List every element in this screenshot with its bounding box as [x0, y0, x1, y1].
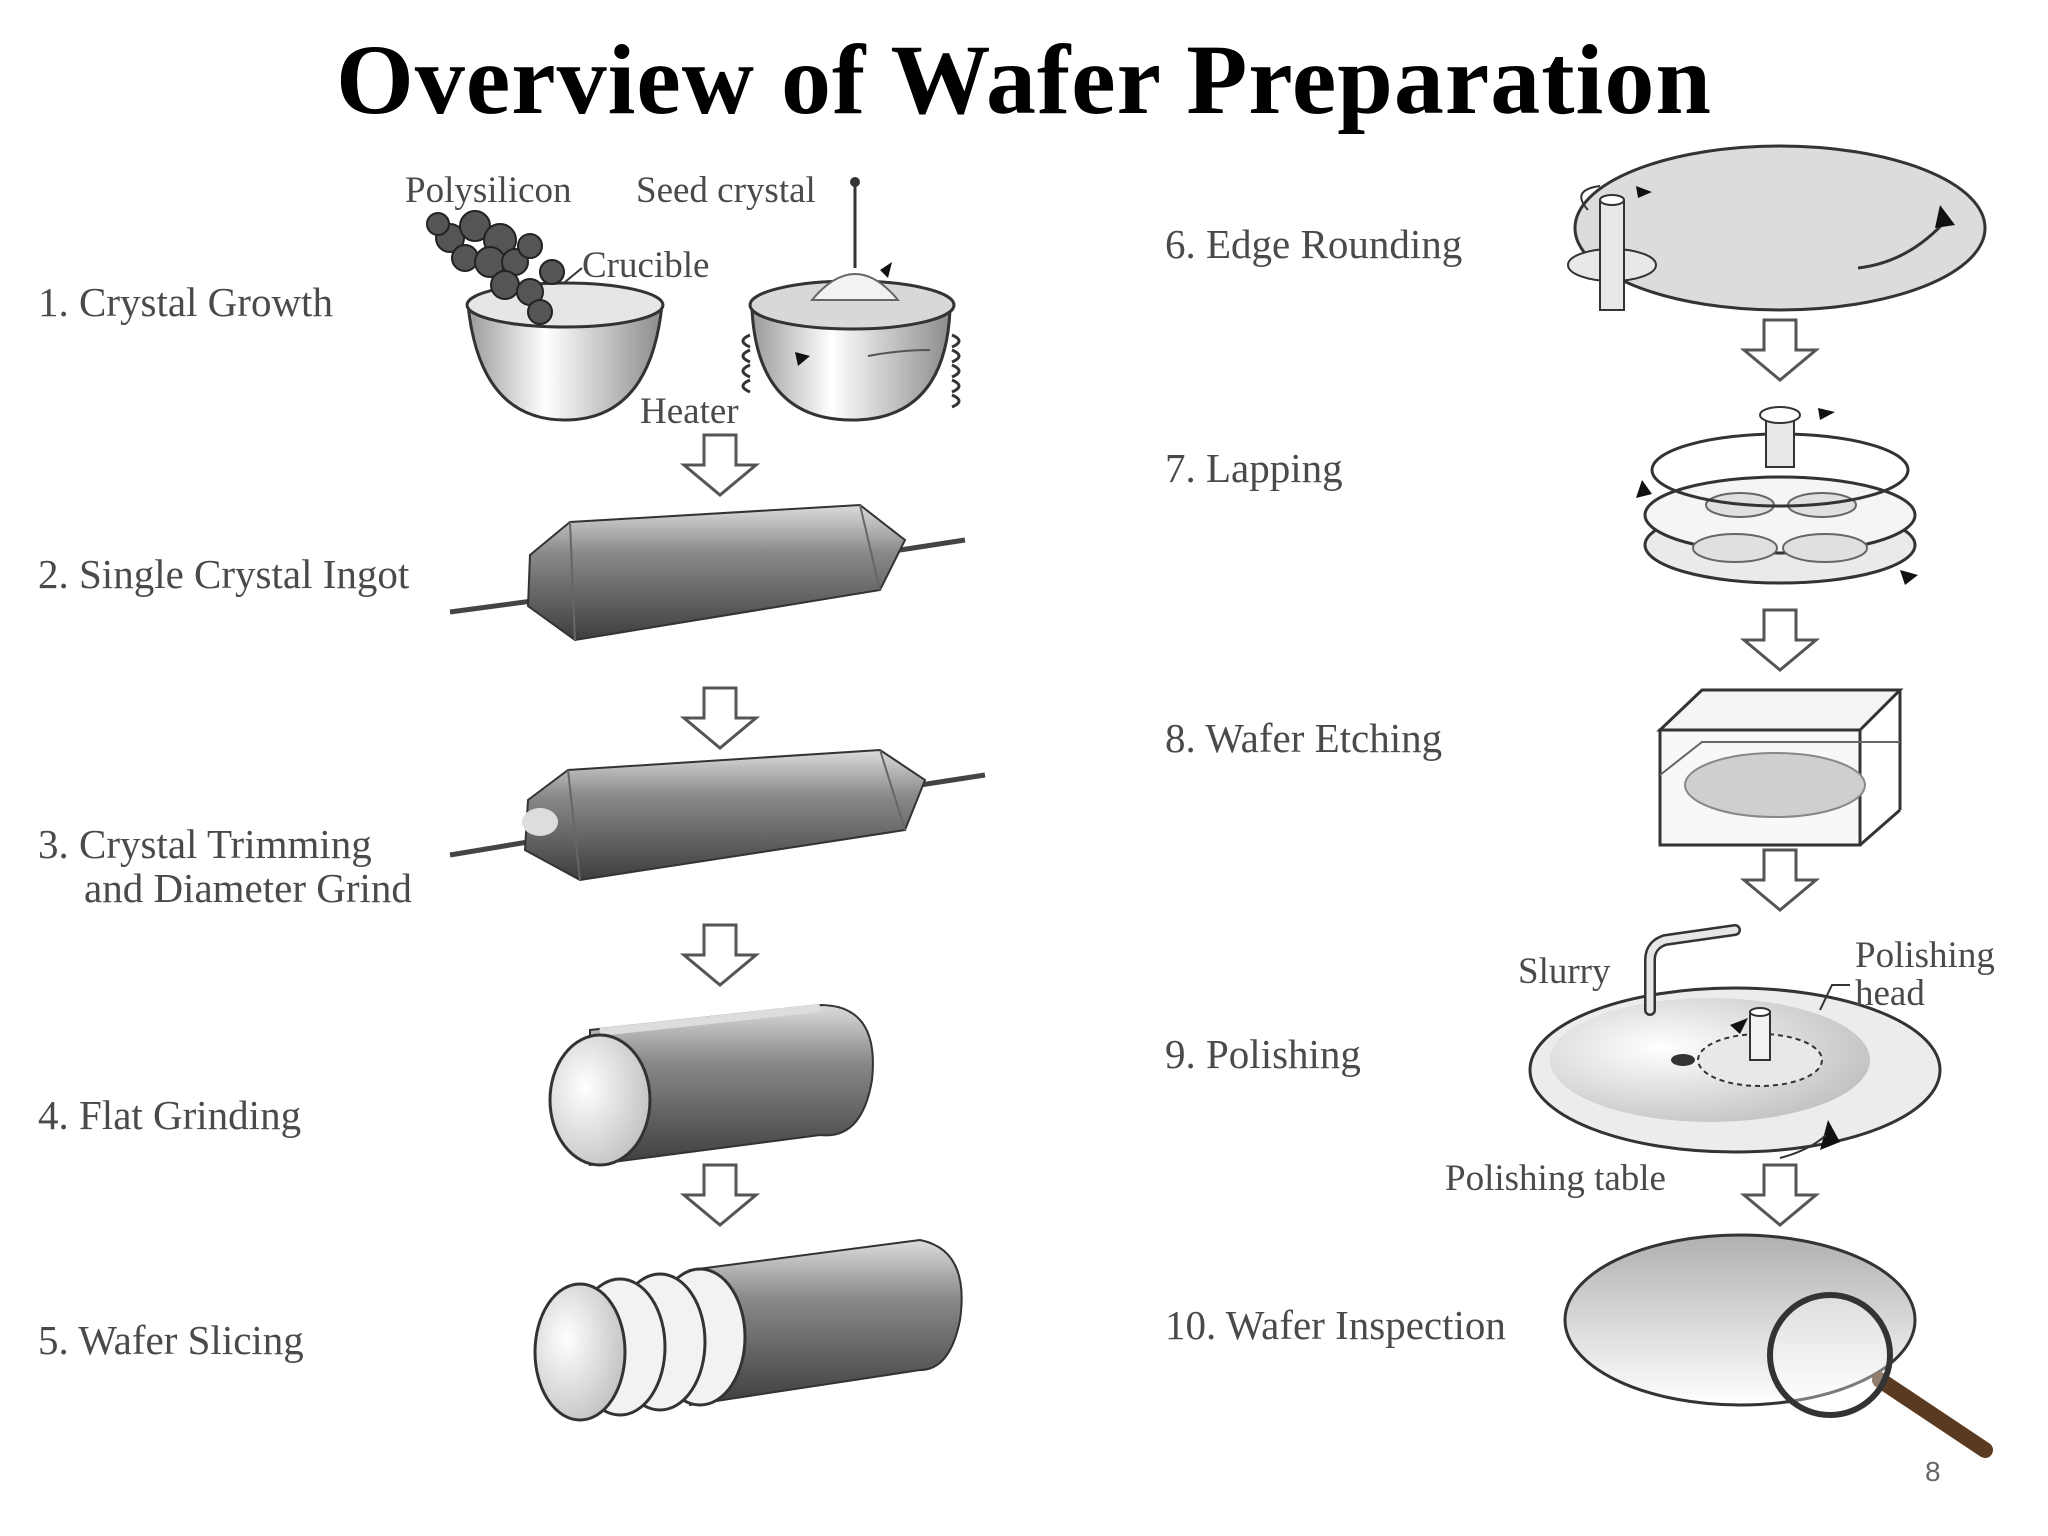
callout-seed-crystal: Seed crystal	[636, 170, 816, 211]
wafer-etching-tank-figure	[1656, 688, 1904, 847]
polishing-figure	[1528, 924, 1942, 1159]
step-7-label: 7. Lapping	[1165, 445, 1343, 491]
callout-crucible: Crucible	[582, 245, 710, 286]
step-9-label: 9. Polishing	[1165, 1031, 1361, 1077]
lapping-figure	[1636, 406, 1918, 585]
step-2-label: 2. Single Crystal Ingot	[38, 551, 410, 597]
trimmed-ingot-figure	[449, 748, 986, 882]
page-number: 8	[1925, 1456, 1941, 1487]
flow-arrow-7	[1742, 848, 1818, 912]
step-8-label: 8. Wafer Etching	[1165, 715, 1443, 761]
edge-rounding-figure	[1567, 144, 1987, 312]
flow-arrow-2	[682, 686, 758, 750]
callout-polishing-head-line2: head	[1855, 973, 1925, 1014]
flow-arrow-8	[1742, 1163, 1818, 1227]
callout-polishing-head: Polishing	[1855, 935, 1995, 976]
wafer-inspection-figure	[1563, 1233, 1993, 1458]
flow-arrow-4	[682, 1163, 758, 1227]
callout-slurry: Slurry	[1518, 951, 1611, 992]
step-6-label: 6. Edge Rounding	[1165, 221, 1463, 267]
callout-heater: Heater	[640, 391, 739, 432]
callout-polysilicon: Polysilicon	[405, 170, 572, 211]
puller-figure	[741, 177, 961, 422]
step-3-label: 3. Crystal Trimming	[38, 821, 372, 867]
flow-arrow-6	[1742, 608, 1818, 672]
step-4-label: 4. Flat Grinding	[38, 1092, 302, 1138]
callout-polishing-table: Polishing table	[1445, 1158, 1666, 1199]
crucible-polysilicon-figure	[426, 210, 665, 422]
step-10-label: 10. Wafer Inspection	[1165, 1302, 1506, 1348]
flat-ground-cylinder-figure	[548, 1003, 874, 1167]
flow-arrow-1	[682, 433, 758, 497]
wafer-slicing-figure	[533, 1238, 963, 1422]
step-3-label-line2: and Diameter Grind	[84, 865, 412, 911]
single-crystal-ingot-figure	[449, 503, 966, 642]
flow-arrow-5	[1742, 318, 1818, 382]
step-5-label: 5. Wafer Slicing	[38, 1317, 304, 1363]
slide-title: Overview of Wafer Preparation	[336, 24, 1712, 135]
flow-arrow-3	[682, 923, 758, 987]
step-1-label: 1. Crystal Growth	[38, 279, 333, 325]
